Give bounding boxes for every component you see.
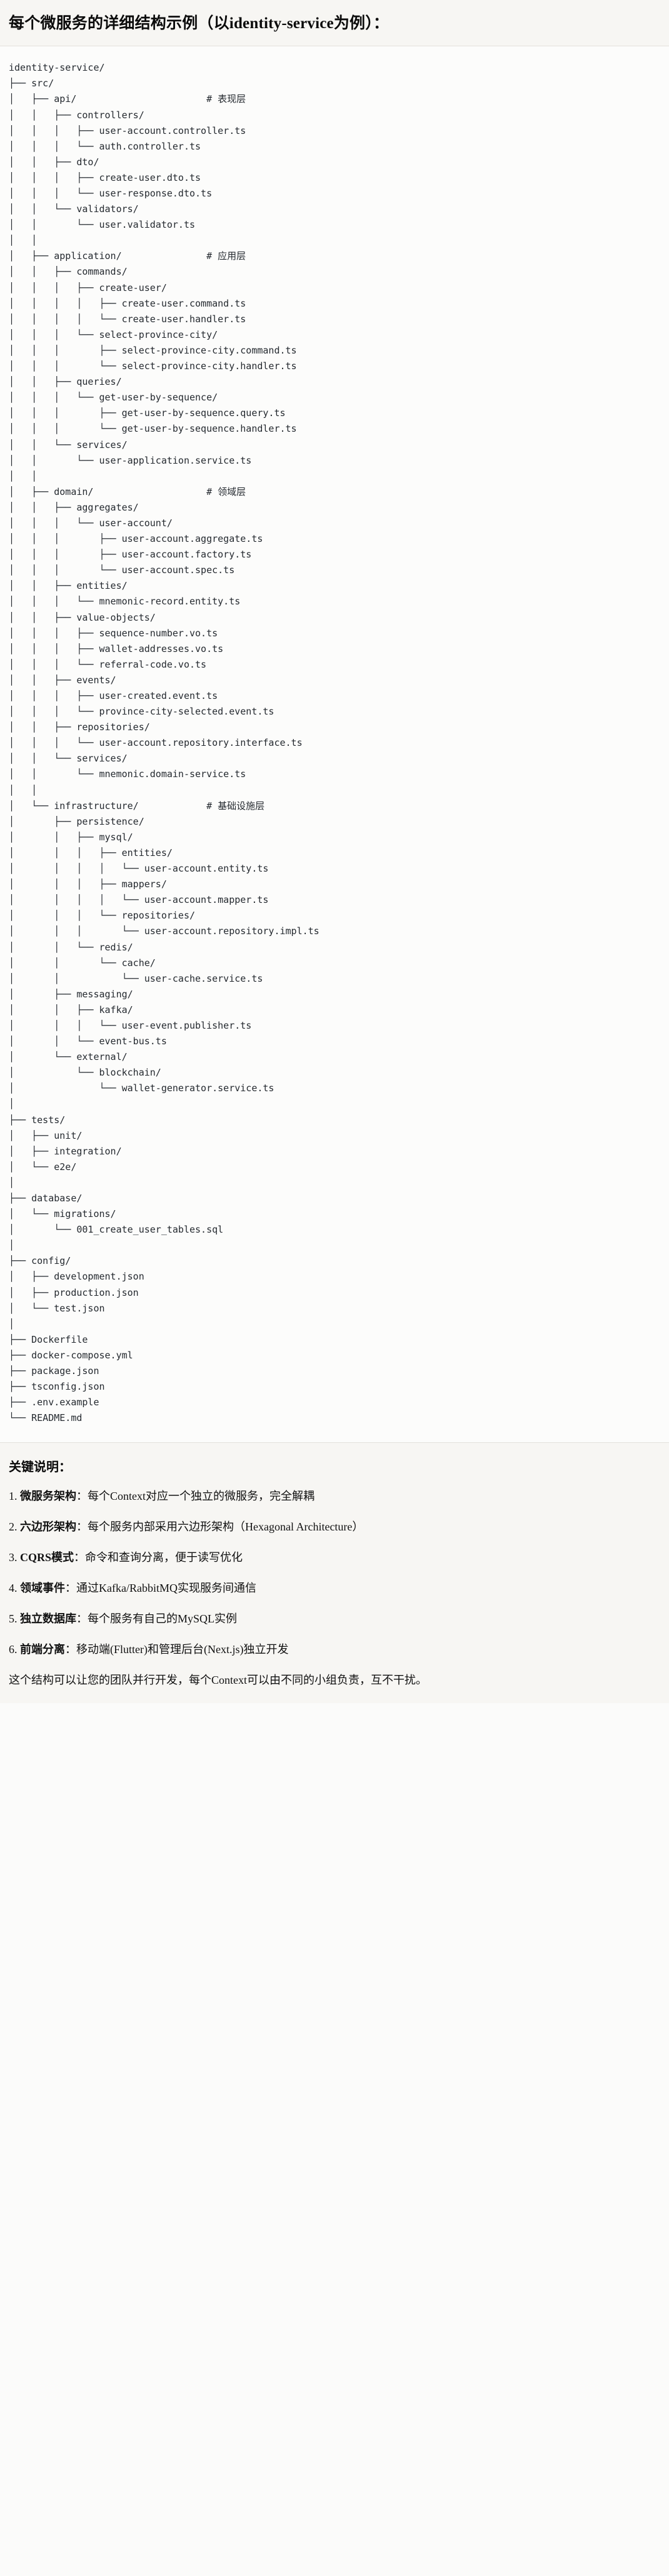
key-note-separator: ： — [74, 1551, 86, 1564]
directory-tree: identity-service/ ├── src/ │ ├── api/ # … — [9, 62, 319, 1424]
key-note-item: 5. 独立数据库：每个服务有自己的MySQL实例 — [9, 1611, 660, 1627]
key-note-term: 六边形架构 — [20, 1520, 76, 1534]
key-note-separator: ： — [76, 1612, 88, 1626]
key-note-term: 独立数据库 — [20, 1612, 76, 1626]
key-note-item: 6. 前端分离：移动端(Flutter)和管理后台(Next.js)独立开发 — [9, 1641, 660, 1658]
key-note-number: 6. — [9, 1643, 18, 1656]
document-page: 每个微服务的详细结构示例（以identity-service为例）： ident… — [0, 0, 669, 1704]
key-note-item: 1. 微服务架构：每个Context对应一个独立的微服务，完全解耦 — [9, 1488, 660, 1505]
key-note-description: 移动端(Flutter)和管理后台(Next.js)独立开发 — [76, 1643, 289, 1656]
page-title: 每个微服务的详细结构示例（以identity-service为例）： — [9, 15, 390, 32]
key-note-number: 1. — [9, 1490, 18, 1503]
key-note-term: 领域事件 — [20, 1582, 65, 1595]
key-note-item: 4. 领域事件：通过Kafka/RabbitMQ实现服务间通信 — [9, 1580, 660, 1597]
key-note-number: 4. — [9, 1582, 18, 1595]
heading-section: 每个微服务的详细结构示例（以identity-service为例）： — [0, 0, 669, 47]
key-note-number: 5. — [9, 1612, 18, 1626]
code-block-section: identity-service/ ├── src/ │ ├── api/ # … — [0, 46, 669, 1443]
key-note-separator: ： — [76, 1520, 88, 1534]
key-note-number: 3. — [9, 1551, 18, 1564]
key-note-separator: ： — [76, 1490, 88, 1503]
key-note-item: 3. CQRS模式：命令和查询分离，便于读写优化 — [9, 1549, 660, 1566]
key-note-item: 2. 六边形架构：每个服务内部采用六边形架构（Hexagonal Archite… — [9, 1519, 660, 1535]
closing-paragraph: 这个结构可以让您的团队并行开发，每个Context可以由不同的小组负责，互不干扰… — [9, 1674, 427, 1687]
key-note-description: 命令和查询分离，便于读写优化 — [85, 1551, 243, 1564]
key-note-term: 前端分离 — [20, 1643, 65, 1656]
key-note-description: 通过Kafka/RabbitMQ实现服务间通信 — [76, 1582, 256, 1595]
key-note-description: 每个Context对应一个独立的微服务，完全解耦 — [88, 1490, 314, 1503]
key-notes-title: 关键说明： — [9, 1460, 71, 1475]
key-note-description: 每个服务有自己的MySQL实例 — [88, 1612, 238, 1626]
key-note-number: 2. — [9, 1520, 18, 1534]
key-note-description: 每个服务内部采用六边形架构（Hexagonal Architecture） — [88, 1520, 364, 1534]
key-note-separator: ： — [65, 1582, 76, 1595]
key-note-separator: ： — [65, 1643, 76, 1656]
key-note-term: 微服务架构 — [20, 1490, 76, 1503]
key-note-term: CQRS模式 — [20, 1551, 74, 1564]
